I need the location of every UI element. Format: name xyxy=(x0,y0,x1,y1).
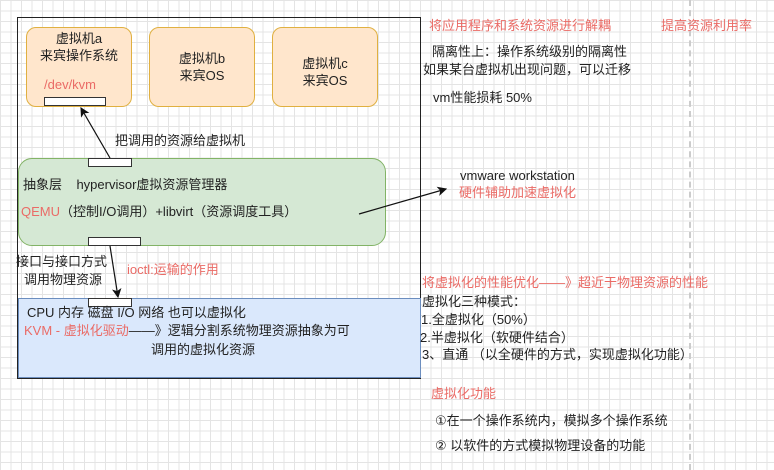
outer-frame xyxy=(17,17,421,379)
qemu-desc: （控制I/O调用）+libvirt（资源调度工具） xyxy=(60,204,298,219)
arrow-label-top: 把调用的资源给虚拟机 xyxy=(115,133,246,148)
decouple-text: 将应用程序和系统资源进行解耦 xyxy=(429,18,612,33)
isolation-text: 隔离性上：操作系统级别的隔离性 xyxy=(432,44,628,59)
mode-3: 3、直通 （以全硬件的方式，实现虚拟化功能） xyxy=(422,347,693,362)
hw-accel-text: 硬件辅助加速虚拟化 xyxy=(459,185,577,200)
kvm-driver-label: KVM - 虚拟化驱动 xyxy=(24,323,129,338)
kvm-line3: 调用的虚拟化资源 xyxy=(151,342,256,357)
optimize-text: 将虚拟化的性能优化——》超近于物理资源的性能 xyxy=(422,275,709,290)
vm-b-os: 来宾OS xyxy=(179,68,225,83)
kvm-box[interactable] xyxy=(18,298,421,378)
arrow-to-vm xyxy=(80,106,111,159)
kvm-desc: ——》逻辑分割系统物理资源抽象为可 xyxy=(128,323,350,338)
vm-b-name: 虚拟机b xyxy=(178,51,226,66)
kvm-line2: KVM - 虚拟化驱动——》逻辑分割系统物理资源抽象为可 xyxy=(24,322,350,340)
vm-a-os: 来宾操作系统 xyxy=(39,48,118,63)
dev-kvm-label: /dev/kvm xyxy=(44,77,97,92)
modes-title: 虚拟化三种模式： xyxy=(422,294,527,309)
vm-b[interactable]: 虚拟机b 来宾OS xyxy=(149,27,255,107)
func-1: ①在一个操作系统内，模拟多个操作系统 xyxy=(435,413,668,428)
kvm-line1: CPU 内存 磁盘 I/O 网络 也可以虚拟化 xyxy=(27,305,246,320)
hypervisor-title: 抽象层 hypervisor虚拟资源管理器 xyxy=(23,177,228,192)
func-2: ② 以软件的方式模拟物理设备的功能 xyxy=(435,438,646,453)
migrate-text: 如果某台虚拟机出现问题，可以迁移 xyxy=(423,62,632,77)
dashed-guide xyxy=(689,0,691,470)
hypervisor-box[interactable] xyxy=(18,158,386,246)
interface-line1: 接口与接口方式 xyxy=(16,254,108,269)
ioctl-label: ioctl:运输的作用 xyxy=(127,262,219,277)
mode-2: 2.半虚拟化（软硬件结合） xyxy=(420,330,574,345)
interface-line2: 调用物理资源 xyxy=(24,272,103,287)
vm-c-name: 虚拟机c xyxy=(302,56,348,71)
vm-a-port xyxy=(44,97,106,106)
vm-a[interactable]: 虚拟机a 来宾操作系统 /dev/kvm xyxy=(26,27,132,107)
qemu-label: QEMU xyxy=(21,204,60,219)
mode-1: 1.全虚拟化（50%） xyxy=(421,312,536,327)
vmware-text: vmware workstation xyxy=(460,168,575,183)
utilization-text: 提高资源利用率 xyxy=(661,18,753,33)
hypervisor-bottom-port xyxy=(88,237,141,246)
hypervisor-top-port xyxy=(88,158,132,167)
vm-c-os: 来宾OS xyxy=(302,73,348,88)
loss-text: vm性能损耗 50% xyxy=(433,90,532,105)
arrow-to-vmware xyxy=(358,186,448,215)
kvm-port xyxy=(88,298,132,307)
func-title: 虚拟化功能 xyxy=(431,386,497,401)
vm-c[interactable]: 虚拟机c 来宾OS xyxy=(272,27,378,107)
hypervisor-qemu-line: QEMU（控制I/O调用）+libvirt（资源调度工具） xyxy=(21,203,297,221)
arrow-to-kvm xyxy=(109,245,122,299)
vm-a-name: 虚拟机a xyxy=(55,31,103,46)
